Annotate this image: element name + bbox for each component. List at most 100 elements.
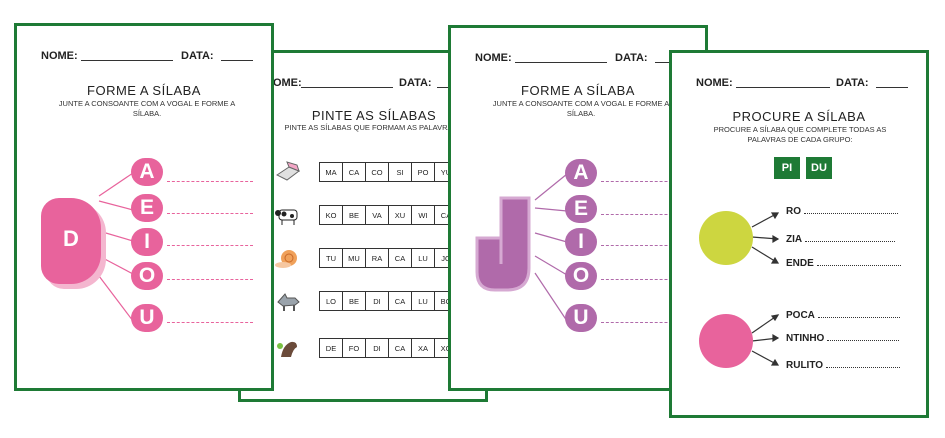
seal-icon	[275, 337, 301, 359]
syllable-cell[interactable]: MU	[342, 248, 366, 268]
name-label: NOME:	[265, 77, 302, 89]
worksheet-forme-a-silaba-j: NOME: DATA: FORME A SÍLABA JUNTE A CONSO…	[448, 25, 708, 391]
eraser-icon	[275, 161, 301, 183]
vowel-bubble-i: I	[565, 228, 597, 256]
answer-dots[interactable]	[805, 233, 896, 242]
date-label: DATA:	[399, 77, 432, 89]
syllable-cell[interactable]: KO	[319, 205, 343, 225]
worksheet-instruction: PROCURE A SÍLABA QUE COMPLETE TODAS AS P…	[713, 125, 887, 144]
snail-icon	[275, 247, 301, 269]
word-text: NTINHO	[786, 333, 825, 344]
answer-dots[interactable]	[826, 359, 901, 368]
arrow-lines	[751, 212, 780, 366]
vowel-bubble-u: U	[131, 304, 163, 332]
connector-lines	[475, 173, 568, 322]
syllable-cell[interactable]: CA	[388, 338, 412, 358]
worksheet-title: PROCURE A SÍLABA	[732, 109, 866, 124]
cow-icon	[275, 204, 301, 226]
word-ende: ENDE	[786, 257, 901, 269]
syllable-cell[interactable]: MA	[319, 162, 343, 182]
wolf-icon	[275, 290, 301, 312]
answer-line[interactable]	[167, 181, 253, 182]
date-line	[221, 48, 253, 61]
word-rulito: RULITO	[786, 359, 901, 371]
answer-line[interactable]	[601, 245, 687, 246]
vowel-bubble-o: O	[131, 262, 163, 290]
word-text: ZIA	[786, 234, 803, 245]
answer-dots[interactable]	[827, 332, 900, 341]
vowel-bubble-o: O	[565, 262, 597, 290]
word-ntinho: NTINHO	[786, 332, 900, 344]
answer-line[interactable]	[167, 322, 253, 323]
answer-line[interactable]	[167, 245, 253, 246]
syllable-cell[interactable]: SI	[388, 162, 412, 182]
vowel-bubble-i: I	[131, 228, 163, 256]
worksheet-title: PINTE AS SÍLABAS	[311, 108, 437, 123]
syllable-cell[interactable]: LO	[319, 291, 343, 311]
vowel-bubble-a: A	[565, 159, 597, 187]
syllable-cell[interactable]: LU	[411, 248, 435, 268]
syllable-cell[interactable]: XU	[388, 205, 412, 225]
name-line	[301, 75, 393, 88]
worksheet-instruction: PINTE AS SÍLABAS QUE FORMAM AS PALAVRAS	[284, 123, 458, 132]
answer-dots[interactable]	[817, 309, 900, 318]
syllable-cell[interactable]: DI	[365, 291, 389, 311]
worksheet-instruction: JUNTE A CONSOANTE COM A VOGAL E FORME A …	[58, 99, 236, 118]
name-line	[736, 75, 830, 88]
syllable-cell[interactable]: CA	[388, 291, 412, 311]
syllable-cell[interactable]: XA	[411, 338, 435, 358]
vowel-bubble-a: A	[131, 158, 163, 186]
name-label: NOME:	[41, 50, 78, 62]
syllable-cell[interactable]: CA	[388, 248, 412, 268]
syllable-cell[interactable]: VA	[365, 205, 389, 225]
syllable-chip-du: DU	[806, 157, 832, 179]
name-label: NOME:	[696, 77, 733, 89]
name-line	[515, 50, 607, 63]
consonant-j-shape	[475, 196, 531, 292]
syllable-grid: MA CA CO SI PO YU	[319, 162, 458, 182]
syllable-cell[interactable]: FO	[342, 338, 366, 358]
syllable-grid: TU MU RA CA LU JO	[319, 248, 458, 268]
word-zia: ZIA	[786, 233, 896, 245]
worksheet-procure-a-silaba: NOME: DATA: PROCURE A SÍLABA PROCURE A S…	[669, 50, 929, 418]
answer-line[interactable]	[601, 279, 687, 280]
date-label: DATA:	[181, 50, 214, 62]
syllable-cell[interactable]: LU	[411, 291, 435, 311]
word-text: ENDE	[786, 258, 814, 269]
date-label: DATA:	[615, 52, 648, 64]
syllable-cell[interactable]: BE	[342, 205, 366, 225]
syllable-cell[interactable]: BE	[342, 291, 366, 311]
syllable-grid: LO BE DI CA LU BO	[319, 291, 458, 311]
syllable-cell[interactable]: DE	[319, 338, 343, 358]
syllable-cell[interactable]: DI	[365, 338, 389, 358]
word-ro: RO	[786, 205, 898, 217]
consonant-letter: D	[63, 226, 79, 251]
name-label: NOME:	[475, 52, 512, 64]
syllable-grid: KO BE VA XU WI CA	[319, 205, 458, 225]
syllable-cell[interactable]: CO	[365, 162, 389, 182]
date-line	[876, 75, 908, 88]
syllable-grid: DE FO DI CA XA XO	[319, 338, 458, 358]
answer-line[interactable]	[601, 214, 687, 215]
syllable-cell[interactable]: TU	[319, 248, 343, 268]
worksheet-instruction: JUNTE A CONSOANTE COM A VOGAL E FORME A …	[492, 99, 670, 118]
syllable-cell[interactable]: RA	[365, 248, 389, 268]
answer-line[interactable]	[601, 322, 687, 323]
syllable-cell[interactable]: CA	[342, 162, 366, 182]
answer-line[interactable]	[167, 213, 253, 214]
worksheet-pinte-as-silabas: NOME: DATA: PINTE AS SÍLABAS PINTE AS SÍ…	[238, 50, 488, 402]
consonant-tile: D	[41, 198, 101, 284]
answer-line[interactable]	[167, 279, 253, 280]
word-poca: POCA	[786, 309, 900, 321]
syllable-cell[interactable]: PO	[411, 162, 435, 182]
answer-dots[interactable]	[816, 257, 901, 266]
syllable-circle-2[interactable]	[699, 314, 753, 368]
word-text: POCA	[786, 310, 815, 321]
name-line	[81, 48, 173, 61]
syllable-cell[interactable]: WI	[411, 205, 435, 225]
answer-line[interactable]	[601, 181, 687, 182]
vowel-bubble-u: U	[565, 304, 597, 332]
answer-dots[interactable]	[804, 205, 898, 214]
vowel-bubble-e: E	[131, 194, 163, 222]
syllable-circle-1[interactable]	[699, 211, 753, 265]
